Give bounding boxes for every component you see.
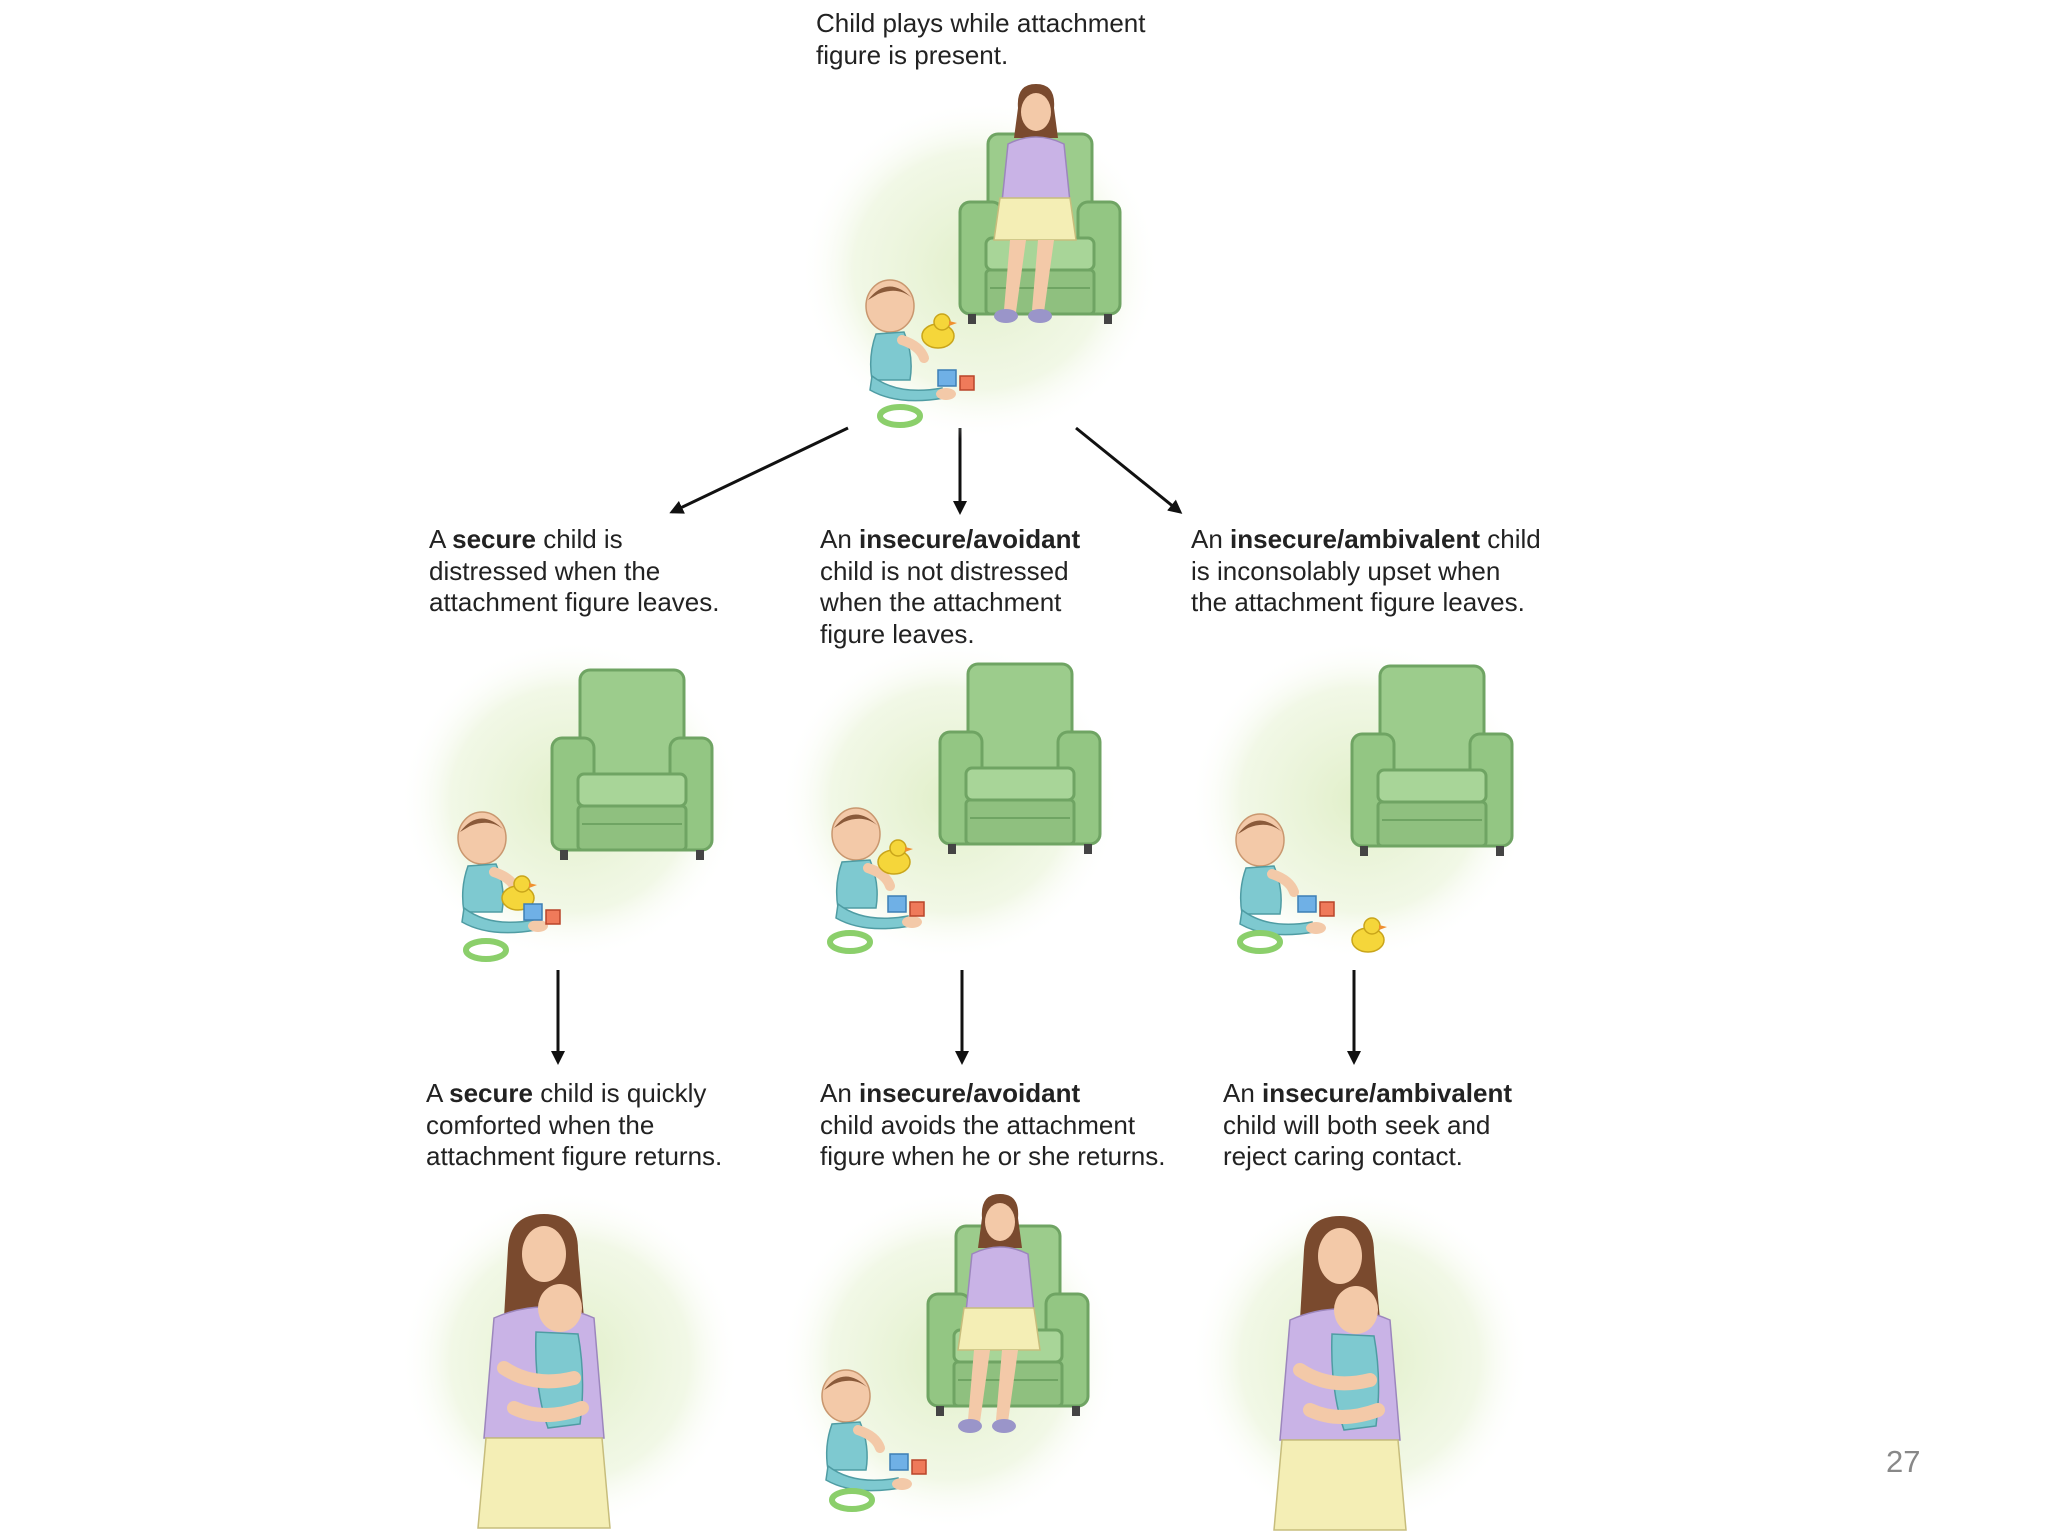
- top-caption-line2: figure is present.: [816, 39, 1009, 70]
- arrow-to-secure: [669, 426, 849, 514]
- label-insecure-avoidant-2: insecure/avoidant: [859, 1078, 1081, 1108]
- label-secure: secure: [452, 524, 536, 554]
- caption-secure-leaves: A secure child is distressed when the at…: [429, 524, 720, 617]
- top-caption-line1: Child plays while attachment: [816, 8, 1146, 38]
- caption-ambivalent-returns: An insecure/ambivalent child will both s…: [1223, 1078, 1513, 1171]
- page-number: 27: [1886, 1444, 1921, 1479]
- scene-secure-distressed: [400, 640, 740, 970]
- scene-avoidant-avoids: [780, 1190, 1120, 1530]
- label-insecure-ambivalent-2: insecure/ambivalent: [1262, 1078, 1513, 1108]
- label-insecure-avoidant: insecure/avoidant: [859, 524, 1081, 554]
- caption-avoidant-returns: An insecure/avoidant child avoids the at…: [820, 1078, 1166, 1171]
- label-insecure-ambivalent: insecure/ambivalent: [1230, 524, 1481, 554]
- top-caption: Child plays while attachment figure is p…: [816, 8, 1146, 71]
- caption-secure-returns: A secure child is quickly comforted when…: [426, 1078, 723, 1171]
- caption-avoidant-leaves: An insecure/avoidant child is not distre…: [820, 524, 1081, 649]
- label-secure-2: secure: [449, 1078, 533, 1108]
- arrow-to-ambivalent: [1075, 426, 1183, 514]
- scene-avoidant-not-distressed: [780, 640, 1120, 960]
- scene-child-plays-mother-present: [800, 83, 1160, 440]
- scene-ambivalent-seek-reject: [1190, 1190, 1530, 1536]
- scene-secure-comforted: [400, 1190, 740, 1536]
- scene-ambivalent-upset: [1190, 640, 1530, 960]
- caption-ambivalent-leaves: An insecure/ambivalent child is inconsol…: [1191, 524, 1541, 617]
